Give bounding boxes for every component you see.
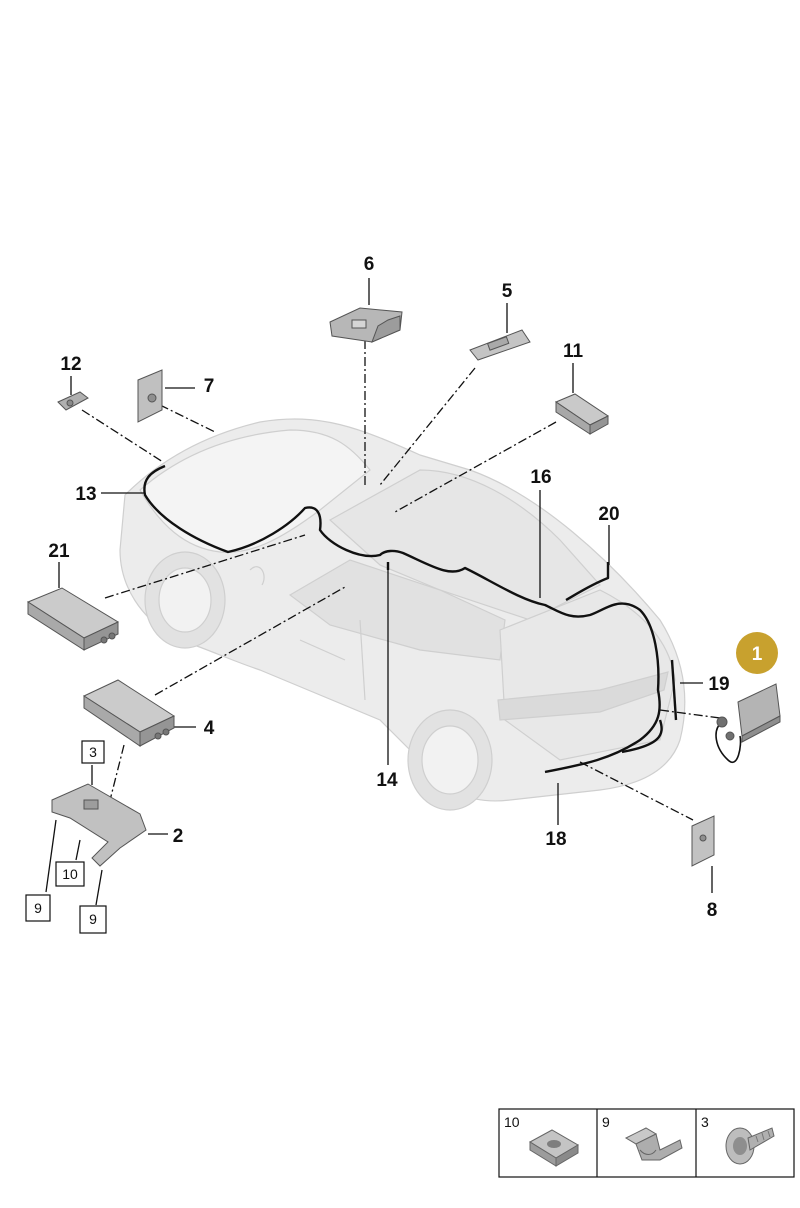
part-4-control-unit	[82, 679, 176, 747]
legend-cell-9: 9	[602, 1114, 683, 1161]
callout-12: 12	[60, 354, 81, 375]
callout-19: 19	[708, 674, 729, 695]
callout-16: 16	[530, 467, 551, 488]
callout-labels: 6 5 11 12 7 13 16 20 21 19 4 14 2 18 8	[48, 254, 729, 921]
svg-text:3: 3	[89, 744, 97, 760]
boxed-callout-9-right: 9	[79, 905, 107, 934]
callout-13: 13	[75, 484, 96, 505]
callout-2: 2	[173, 826, 184, 847]
part-2-mounting-bracket	[51, 783, 147, 867]
svg-text:3: 3	[701, 1114, 709, 1130]
part-11-module	[554, 393, 609, 435]
leader-lines	[45, 278, 721, 906]
callout-21: 21	[48, 541, 70, 562]
svg-text:9: 9	[34, 900, 42, 916]
part-6-roof-module	[329, 307, 403, 343]
part-12-connector	[57, 391, 89, 411]
callout-4: 4	[204, 718, 215, 739]
callout-6: 6	[364, 254, 375, 275]
svg-text:9: 9	[89, 911, 97, 927]
screw-icon	[725, 1127, 775, 1165]
part-7-antenna-plate	[137, 369, 163, 423]
svg-text:9: 9	[602, 1114, 610, 1130]
callout-20: 20	[598, 504, 619, 525]
boxed-callouts: 3 10 9 9	[25, 740, 107, 934]
wiring-harness	[143, 464, 678, 774]
boxed-callout-9-left: 9	[25, 894, 51, 922]
svg-text:10: 10	[504, 1114, 520, 1130]
part-21-control-unit	[26, 587, 120, 651]
legend-cell-3: 3	[701, 1114, 775, 1165]
boxed-callout-3: 3	[81, 740, 105, 764]
callout-18: 18	[545, 829, 566, 850]
clip-nut-icon	[529, 1129, 579, 1167]
callout-5: 5	[502, 281, 513, 302]
callout-7: 7	[204, 376, 215, 397]
part-1-module	[715, 683, 781, 764]
callout-1: 1	[752, 644, 763, 665]
callout-11: 11	[563, 341, 584, 362]
boxed-callout-10: 10	[55, 861, 85, 887]
callout-8: 8	[707, 900, 718, 921]
part-8-plate	[691, 815, 715, 867]
highlight-badge[interactable]: 1	[736, 632, 778, 674]
legend-table: 10 9 3	[498, 1108, 795, 1178]
svg-text:10: 10	[62, 866, 78, 882]
car-silhouette	[119, 418, 686, 811]
legend-cell-10: 10	[504, 1114, 579, 1167]
spring-clip-icon	[624, 1127, 683, 1161]
callout-14: 14	[376, 770, 398, 791]
part-5-bracket	[469, 329, 531, 361]
